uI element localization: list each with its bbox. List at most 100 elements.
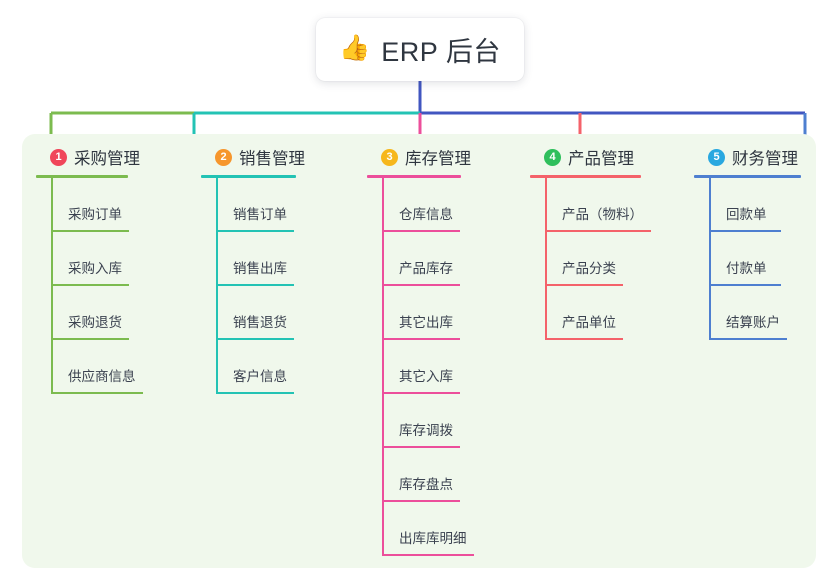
module-item-list: 产品（物料） 产品分类产品单位 [530, 178, 651, 340]
module-item-label: 结算账户 [726, 315, 780, 330]
module-item[interactable]: 回款单 [694, 178, 801, 232]
module-item-label: 采购退货 [68, 315, 122, 330]
module-column-销售管理: 2 销售管理销售订单销售出库销售退货客户信息 [201, 145, 305, 394]
module-item-underline [382, 284, 460, 286]
module-header-产品管理[interactable]: 4 产品管理 [530, 145, 641, 169]
module-item-list: 回款单付款单结算账户 [694, 178, 801, 340]
module-header-财务管理[interactable]: 5 财务管理 [694, 145, 801, 169]
module-spine [216, 178, 218, 394]
module-header-underline [367, 175, 461, 178]
module-item[interactable]: 库存调拨 [367, 394, 471, 448]
module-item-underline [216, 338, 294, 340]
module-header-underline [694, 175, 801, 178]
module-item[interactable]: 产品库存 [367, 232, 471, 286]
module-number-badge: 3 [381, 148, 398, 166]
module-item[interactable]: 库存盘点 [367, 448, 471, 502]
module-title-label: 采购管理 [74, 150, 140, 168]
module-item[interactable]: 客户信息 [201, 340, 305, 394]
module-item-underline [216, 392, 294, 394]
module-item-label: 销售订单 [233, 207, 287, 222]
module-item[interactable]: 产品单位 [530, 286, 641, 340]
module-header-采购管理[interactable]: 1 采购管理 [36, 145, 140, 169]
module-item-underline [216, 230, 294, 232]
module-item-underline [545, 338, 623, 340]
module-item[interactable]: 采购退货 [36, 286, 140, 340]
module-column-采购管理: 1 采购管理采购订单采购入库采购退货供应商信息 [36, 145, 143, 394]
module-item[interactable]: 销售退货 [201, 286, 305, 340]
module-title-label: 产品管理 [568, 150, 634, 168]
module-number-badge: 4 [544, 148, 561, 166]
module-item[interactable]: 出库库明细 [367, 502, 474, 556]
module-item-underline [382, 230, 460, 232]
module-title-label: 销售管理 [239, 150, 305, 168]
module-item-underline [709, 338, 787, 340]
module-item-label: 采购入库 [68, 261, 122, 276]
module-item-label: 产品单位 [562, 315, 616, 330]
module-item-label: 产品库存 [399, 261, 453, 276]
module-item-underline [382, 554, 474, 556]
module-item-underline [382, 500, 460, 502]
module-item[interactable]: 结算账户 [694, 286, 801, 340]
root-node-label: ERP 后台 [381, 37, 501, 67]
module-item-label: 回款单 [726, 207, 767, 222]
module-column-产品管理: 4 产品管理产品（物料） 产品分类产品单位 [530, 145, 651, 340]
module-item-label: 供应商信息 [68, 369, 136, 384]
module-header-销售管理[interactable]: 2 销售管理 [201, 145, 305, 169]
module-item[interactable]: 付款单 [694, 232, 801, 286]
module-header-库存管理[interactable]: 3 库存管理 [367, 145, 471, 169]
module-item-underline [545, 284, 623, 286]
module-item[interactable]: 采购入库 [36, 232, 140, 286]
module-item-underline [709, 230, 781, 232]
module-item[interactable]: 产品（物料） [530, 178, 651, 232]
module-item-underline [51, 392, 143, 394]
module-item-label: 其它出库 [399, 315, 453, 330]
module-spine [545, 178, 547, 340]
module-item-label: 客户信息 [233, 369, 287, 384]
module-header-underline [201, 175, 296, 178]
module-spine [709, 178, 711, 340]
module-item-list: 采购订单采购入库采购退货供应商信息 [36, 178, 143, 394]
module-item-label: 销售出库 [233, 261, 287, 276]
module-item-underline [382, 392, 460, 394]
module-item-label: 库存盘点 [399, 477, 453, 492]
module-item-label: 产品（物料） [562, 207, 643, 222]
module-item-label: 其它入库 [399, 369, 453, 384]
module-title-label: 库存管理 [405, 150, 471, 168]
module-item-underline [51, 284, 129, 286]
module-item-label: 采购订单 [68, 207, 122, 222]
modules-panel [22, 134, 816, 568]
root-node-erp-backend[interactable]: 👍 ERP 后台 [316, 18, 524, 81]
module-item-label: 产品分类 [562, 261, 616, 276]
module-item-underline [51, 338, 129, 340]
module-item[interactable]: 采购订单 [36, 178, 140, 232]
module-item-label: 出库库明细 [399, 531, 467, 546]
module-item-label: 销售退货 [233, 315, 287, 330]
module-item[interactable]: 仓库信息 [367, 178, 471, 232]
module-item-underline [216, 284, 294, 286]
module-number-badge: 2 [215, 148, 232, 166]
module-item-underline [51, 230, 129, 232]
module-item-underline [545, 230, 651, 232]
module-item[interactable]: 销售订单 [201, 178, 305, 232]
module-item-underline [709, 284, 781, 286]
module-item[interactable]: 其它入库 [367, 340, 471, 394]
module-number-badge: 1 [50, 148, 67, 166]
module-item-list: 仓库信息产品库存其它出库其它入库库存调拨库存盘点出库库明细 [367, 178, 474, 556]
module-item-list: 销售订单销售出库销售退货客户信息 [201, 178, 305, 394]
module-spine [382, 178, 384, 556]
module-header-underline [36, 175, 128, 178]
module-item-label: 库存调拨 [399, 423, 453, 438]
module-header-underline [530, 175, 641, 178]
module-item-label: 付款单 [726, 261, 767, 276]
module-item[interactable]: 供应商信息 [36, 340, 143, 394]
module-item[interactable]: 销售出库 [201, 232, 305, 286]
module-item[interactable]: 产品分类 [530, 232, 641, 286]
module-column-财务管理: 5 财务管理回款单付款单结算账户 [694, 145, 801, 340]
module-column-库存管理: 3 库存管理仓库信息产品库存其它出库其它入库库存调拨库存盘点出库库明细 [367, 145, 474, 556]
thumbs-up-icon: 👍 [339, 34, 371, 62]
module-title-label: 财务管理 [732, 150, 798, 168]
module-item-label: 仓库信息 [399, 207, 453, 222]
module-item[interactable]: 其它出库 [367, 286, 471, 340]
module-item-underline [382, 446, 460, 448]
module-number-badge: 5 [708, 148, 725, 166]
